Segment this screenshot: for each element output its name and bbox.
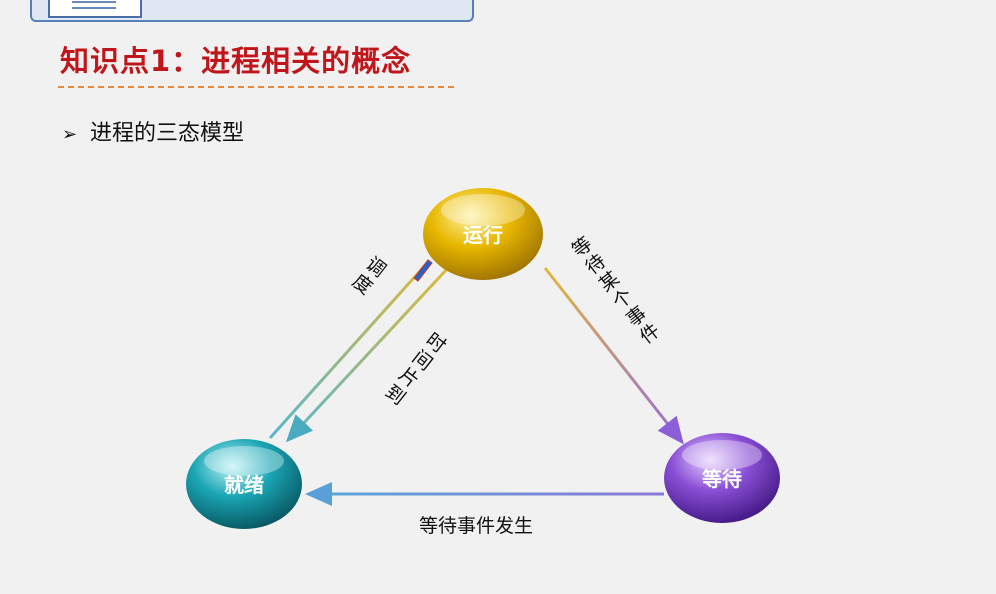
edge-schedule	[268, 260, 430, 440]
edge-timeslice	[285, 266, 450, 443]
label-schedule: 调 度	[348, 253, 390, 299]
label-event-occurs: 等待事件发生	[419, 515, 533, 537]
node-running-label: 运行	[463, 223, 503, 247]
title-underline	[58, 86, 454, 88]
pen-cursor-icon	[413, 259, 433, 282]
page-title: 知识点1：进程相关的概念	[60, 44, 412, 78]
bullet-text: 进程的三态模型	[90, 121, 245, 146]
bullet-item: ➢ 进程的三态模型	[62, 115, 244, 147]
node-running: 运行	[423, 188, 543, 280]
edge-wait-event	[543, 267, 684, 445]
label-wait-event: 等 待 某 个 事 件	[568, 233, 664, 349]
node-ready-label: 就绪	[224, 473, 264, 497]
label-timeslice: 时 间 片 到	[381, 329, 450, 410]
node-ready: 就绪	[186, 439, 302, 529]
bullet-arrow-icon: ➢	[62, 124, 78, 145]
node-waiting: 等待	[664, 433, 780, 523]
node-waiting-label: 等待	[702, 467, 742, 491]
document-icon	[48, 0, 142, 18]
